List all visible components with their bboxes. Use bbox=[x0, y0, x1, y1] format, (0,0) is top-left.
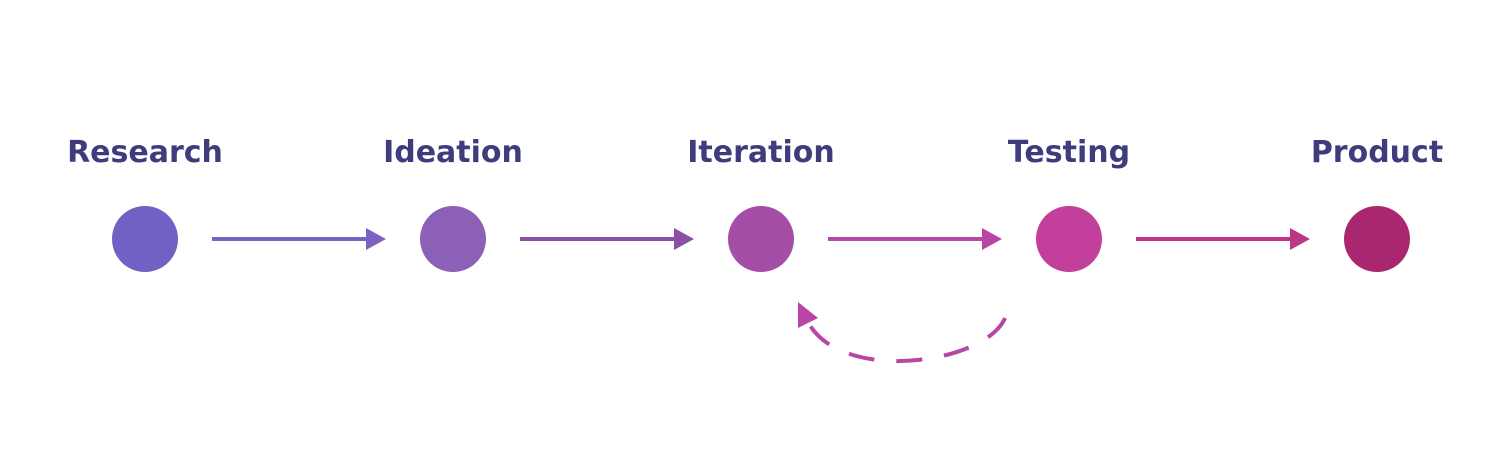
iteration-node-icon bbox=[728, 206, 794, 272]
stage-label-testing: Testing bbox=[1008, 135, 1130, 170]
arrow-research-to-ideation bbox=[212, 228, 386, 250]
testing-node-icon bbox=[1036, 206, 1102, 272]
arrow-iteration-to-testing bbox=[828, 228, 1002, 250]
research-node-icon bbox=[112, 206, 178, 272]
arrow-head-icon bbox=[982, 228, 1002, 250]
arrow-head-icon bbox=[674, 228, 694, 250]
arrow-ideation-to-iteration bbox=[520, 228, 694, 250]
stage-label-research: Research bbox=[67, 135, 223, 170]
loop-arrow-testing-to-iteration bbox=[798, 302, 1007, 364]
stage-label-iteration: Iteration bbox=[687, 135, 834, 170]
loop-arrow-path bbox=[804, 317, 1007, 364]
ideation-node-icon bbox=[420, 206, 486, 272]
stage-label-ideation: Ideation bbox=[383, 135, 523, 170]
arrow-head-icon bbox=[1290, 228, 1310, 250]
stage-label-product: Product bbox=[1311, 135, 1443, 170]
arrow-testing-to-product bbox=[1136, 228, 1310, 250]
product-node-icon bbox=[1344, 206, 1410, 272]
arrow-head-icon bbox=[366, 228, 386, 250]
loop-arrow-head-icon bbox=[798, 302, 818, 328]
